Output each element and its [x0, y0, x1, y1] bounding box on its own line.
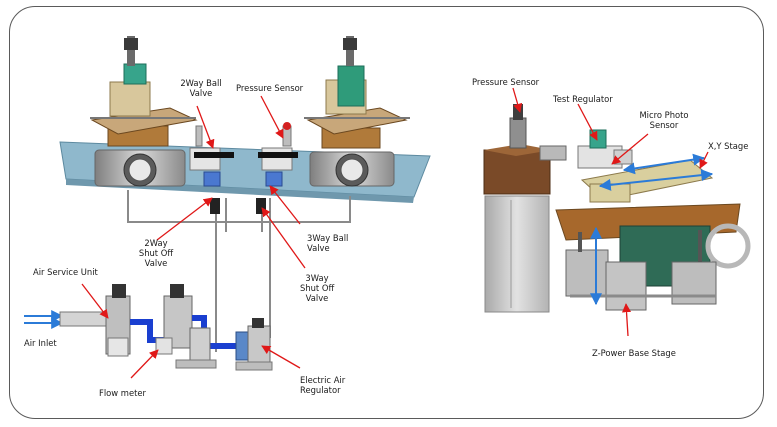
label-pressure-sensor-left: Pressure Sensor: [236, 83, 304, 93]
label-3way-shutoff-valve: 3Way Shut Off Valve: [300, 273, 335, 303]
label-air-service-unit: Air Service Unit: [33, 267, 98, 277]
label-electric-air-regulator: Electric Air Regulator: [300, 375, 346, 395]
air-service-unit-group: [24, 284, 273, 371]
label-2way-shutoff-valve: 2Way Shut Off Valve: [138, 238, 174, 268]
left-test-bench: [24, 36, 431, 379]
label-pressure-sensor-right: Pressure Sensor: [472, 77, 540, 87]
left-machine: [90, 36, 198, 187]
right-machine: [304, 36, 410, 187]
callout-arrows-left: [81, 95, 306, 379]
label-micro-photo-sensor: Micro Photo Sensor: [639, 110, 689, 130]
label-3way-ball-valve: 3Way Ball Valve: [307, 233, 349, 253]
center-valves: [189, 122, 298, 187]
label-test-regulator: Test Regulator: [553, 94, 613, 104]
label-xy-stage: X,Y Stage: [708, 141, 749, 151]
piping: [127, 190, 351, 352]
label-flow-meter: Flow meter: [99, 388, 146, 398]
rounded-frame: [9, 6, 764, 419]
label-air-inlet: Air Inlet: [24, 338, 57, 348]
right-test-bench: [483, 87, 751, 337]
callout-arrows-right: [512, 87, 709, 337]
label-z-power-base-stage: Z-Power Base Stage: [592, 348, 676, 358]
label-2way-ball-valve: 2Way Ball Valve: [180, 78, 222, 98]
